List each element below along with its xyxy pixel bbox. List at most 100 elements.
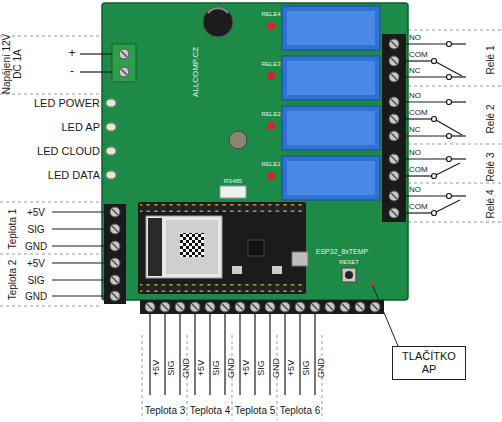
contact-label: NO — [409, 186, 421, 195]
contact-label: COM — [409, 203, 428, 212]
sensor-label: Teplota 1 — [7, 209, 18, 250]
chip — [248, 240, 264, 256]
leader-dot — [370, 282, 374, 286]
wire — [406, 60, 431, 61]
wire — [239, 314, 240, 395]
callout-box: TLAČÍTKO AP — [392, 346, 466, 380]
wire — [406, 175, 431, 176]
button-cap — [345, 271, 353, 279]
contact-label: COM — [409, 109, 428, 118]
wire — [406, 101, 446, 102]
button — [232, 266, 242, 274]
wire — [52, 295, 104, 296]
module-antenna — [148, 218, 162, 276]
relay-led — [267, 22, 275, 30]
contact-label: NC — [409, 67, 421, 76]
terminal-screw — [110, 207, 120, 217]
terminal-screw — [389, 97, 399, 107]
relay-body — [282, 156, 380, 200]
contact-symbol — [432, 174, 437, 179]
led — [106, 123, 116, 131]
silkscreen-text: RELE1 — [261, 161, 280, 168]
pin-label: GND — [25, 291, 47, 302]
pin-label: SIG — [302, 360, 312, 376]
led — [106, 147, 116, 155]
wire — [179, 314, 180, 395]
pcb-board — [102, 3, 408, 300]
separator-line — [0, 306, 100, 307]
silkscreen-text: RS485 — [224, 178, 242, 185]
wire — [80, 53, 112, 54]
led-label: LED DATA — [48, 169, 100, 181]
separator-line — [408, 222, 502, 223]
relay-body — [282, 106, 380, 150]
qr-code — [180, 233, 204, 257]
pin-label: +5V — [27, 258, 45, 269]
silkscreen-text: ALLCOMP.CZ — [192, 47, 201, 97]
terminal-screw — [389, 154, 399, 164]
sensor-terminal — [104, 204, 126, 304]
terminal-screw — [389, 114, 399, 124]
contact-label: NC — [409, 126, 421, 135]
capacitor-mark — [208, 8, 228, 13]
wire — [406, 118, 431, 119]
terminal-screw — [110, 258, 120, 268]
relay-body — [282, 6, 380, 50]
button — [272, 266, 282, 274]
terminal-screw — [389, 131, 399, 141]
pin-label: +5V — [152, 360, 162, 376]
sensor-terminal — [140, 300, 384, 314]
sensor-label: Teplota 5 — [235, 405, 276, 416]
switch-blade — [436, 163, 460, 175]
terminal-screw — [145, 302, 155, 312]
relay-label: Relé 1 — [485, 46, 496, 75]
pin-label: SIG — [167, 360, 177, 376]
led — [106, 171, 116, 179]
terminal-screw — [160, 302, 170, 312]
terminal-screw — [119, 49, 129, 59]
wire — [406, 195, 446, 196]
terminal-screw — [265, 302, 275, 312]
pin-label: SIG — [212, 360, 222, 376]
contact-symbol — [447, 134, 452, 139]
terminal-screw — [110, 224, 120, 234]
terminal-screw — [389, 72, 399, 82]
module-shield — [166, 220, 218, 274]
led-label: LED AP — [61, 121, 100, 133]
terminal-screw — [205, 302, 215, 312]
relay-window — [287, 61, 375, 95]
terminal-screw — [340, 302, 350, 312]
power-label: Napájení 12V DC 1A — [1, 32, 23, 96]
separator-line — [0, 36, 100, 37]
pin-label: GND — [182, 358, 192, 378]
led-label: LED CLOUD — [37, 145, 100, 157]
silkscreen-text: RELE3 — [261, 61, 280, 68]
pin-label: +5V — [197, 360, 207, 376]
separator-line — [408, 144, 502, 145]
silkscreen-text: RELE4 — [261, 11, 280, 18]
contact-symbol — [447, 75, 452, 80]
contact-symbol — [432, 211, 437, 216]
usb-connector — [292, 252, 308, 266]
wire — [452, 101, 466, 102]
contact-symbol — [432, 117, 437, 122]
contact-label: NO — [409, 149, 421, 158]
terminal-screw — [355, 302, 365, 312]
wire — [284, 314, 285, 395]
wire — [299, 314, 300, 395]
ap-button — [342, 268, 356, 282]
separator-line — [142, 335, 143, 420]
wire — [406, 212, 431, 213]
capacitor — [203, 7, 233, 37]
leader-line — [372, 284, 398, 346]
switch-blade — [436, 200, 460, 212]
terminal-screw — [119, 67, 129, 77]
pin-label: GND — [25, 241, 47, 252]
wire — [52, 211, 104, 212]
wire — [406, 76, 446, 77]
pin-header — [140, 284, 304, 292]
rs485-connector — [220, 186, 246, 198]
sensor-label: Teplota 4 — [190, 405, 231, 416]
sensor-label: Teplota 6 — [280, 405, 321, 416]
